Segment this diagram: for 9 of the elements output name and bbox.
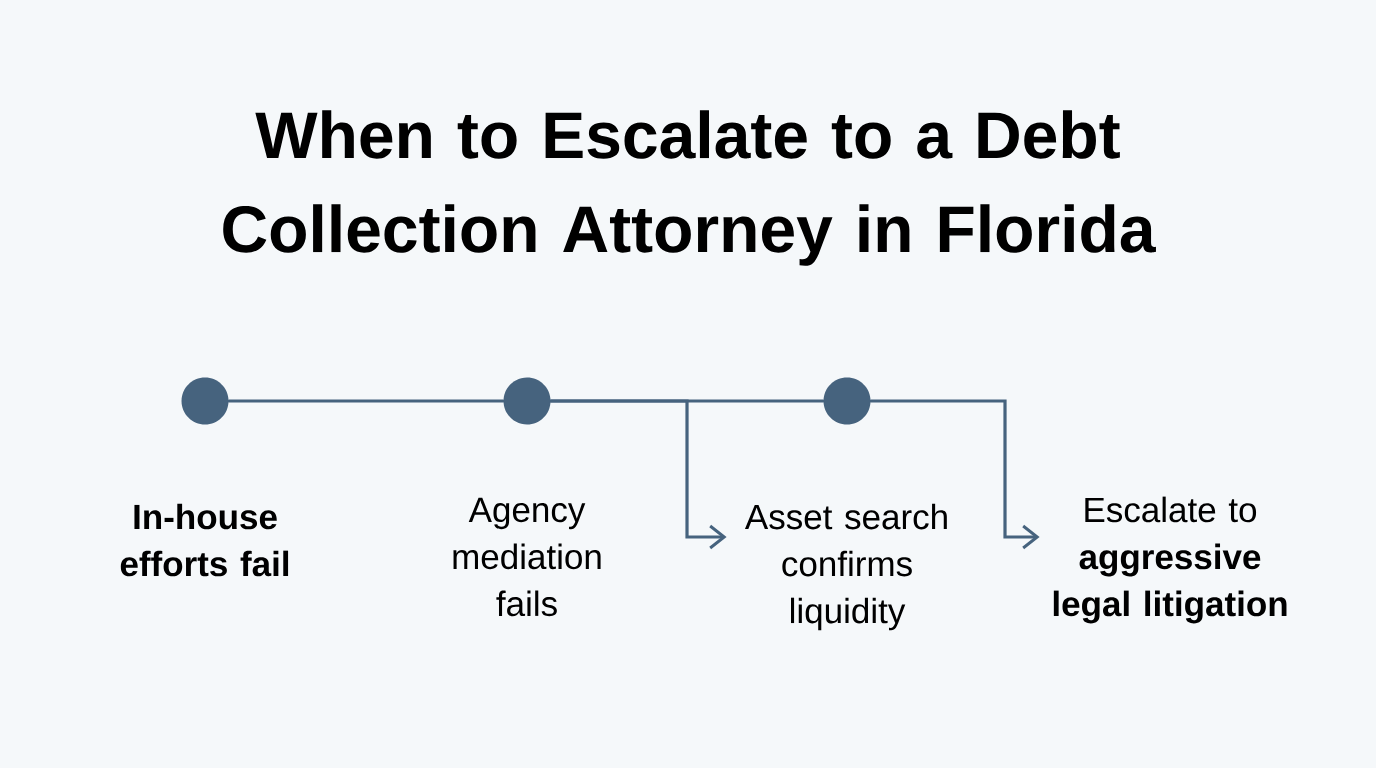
step-label: Asset search confirms liquidity xyxy=(744,503,947,631)
step-label: Agency mediation fails xyxy=(453,497,601,617)
connector-line xyxy=(869,399,1040,550)
step-label: Escalate to aggressive legal litigation xyxy=(1053,496,1287,624)
title: When to Escalate to a Debt Collection Attorney in Florida xyxy=(223,110,1156,266)
timeline-dot xyxy=(823,377,871,425)
step-label: In-house efforts fail xyxy=(120,503,289,577)
connector-line xyxy=(549,399,727,550)
connector-line xyxy=(227,399,505,403)
